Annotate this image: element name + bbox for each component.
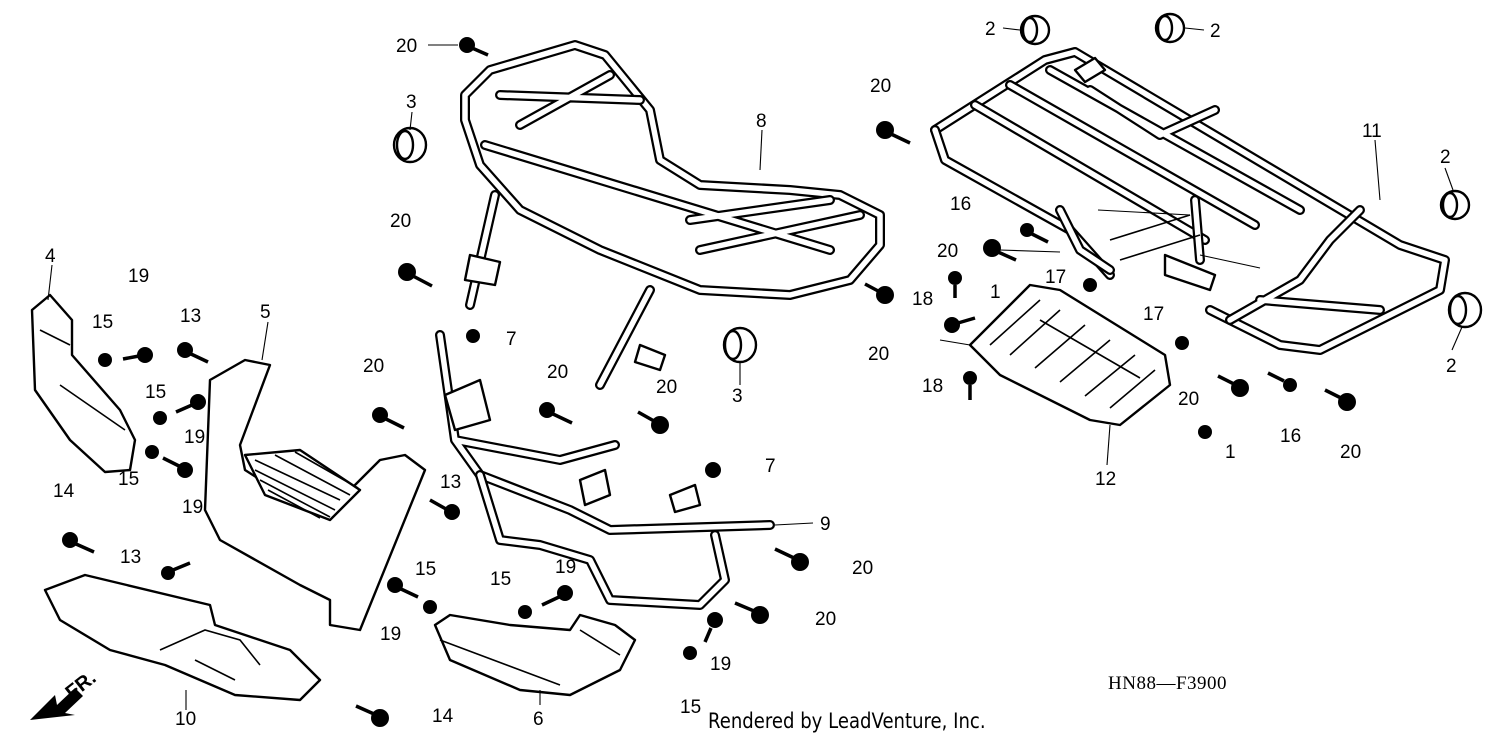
callout-19: 19	[380, 624, 401, 645]
callout-2: 2	[985, 19, 996, 40]
callout-2: 2	[1440, 147, 1451, 168]
callout-20: 20	[815, 609, 836, 630]
callout-17: 17	[1143, 304, 1164, 325]
callout-15: 15	[490, 569, 511, 590]
callout-20: 20	[656, 377, 677, 398]
callout-19: 19	[182, 497, 203, 518]
rubber-mounts	[392, 12, 1483, 364]
callout-20: 20	[547, 362, 568, 383]
callout-4: 4	[45, 246, 56, 267]
callout-15: 15	[680, 697, 701, 718]
callout-9: 9	[820, 514, 831, 535]
callout-5: 5	[260, 302, 271, 323]
rear-carrier	[930, 47, 1450, 355]
callout-13: 13	[440, 472, 461, 493]
callout-13: 13	[180, 306, 201, 327]
fasteners	[62, 37, 1356, 727]
callout-7: 7	[506, 329, 517, 350]
callout-16: 16	[1280, 426, 1301, 447]
figure-code: HN88—F3900	[1108, 673, 1228, 694]
front-skid	[43, 573, 322, 702]
right-side-guard	[433, 613, 637, 697]
callout-13: 13	[120, 547, 141, 568]
callout-20: 20	[937, 241, 958, 262]
callout-19: 19	[128, 266, 149, 287]
callout-14: 14	[432, 706, 454, 727]
render-credit: Rendered by LeadVenture, Inc.	[708, 709, 986, 733]
callout-2: 2	[1446, 356, 1457, 377]
front-bracket	[435, 330, 775, 610]
callout-3: 3	[406, 92, 417, 113]
callout-6: 6	[533, 709, 544, 730]
callout-20: 20	[868, 344, 889, 365]
callout-15: 15	[92, 312, 113, 333]
callout-20: 20	[363, 356, 384, 377]
callout-labels: 20 3 8 20 20 4 19 15 13 5 7 20 15 19 15 …	[45, 19, 1457, 730]
callout-20: 20	[852, 558, 873, 579]
callout-20: 20	[390, 211, 411, 232]
callout-7: 7	[765, 456, 776, 477]
callout-15: 15	[415, 559, 436, 580]
callout-10: 10	[175, 709, 196, 730]
rear-skid-plate	[968, 283, 1172, 427]
callout-14: 14	[53, 481, 75, 502]
front-sub-frame	[203, 358, 427, 632]
callout-16: 16	[950, 194, 971, 215]
callout-19: 19	[184, 427, 205, 448]
callout-20: 20	[1178, 389, 1199, 410]
leader-lines	[47, 27, 1463, 710]
callout-15: 15	[145, 382, 166, 403]
callout-1: 1	[1225, 442, 1236, 463]
callout-18: 18	[922, 376, 943, 397]
callout-19: 19	[710, 654, 731, 675]
callout-15: 15	[118, 469, 139, 490]
front-direction-marker: FR.	[30, 667, 100, 720]
callout-3: 3	[732, 386, 743, 407]
callout-2: 2	[1210, 21, 1221, 42]
callout-8: 8	[756, 111, 767, 132]
callout-18: 18	[912, 289, 933, 310]
callout-20: 20	[396, 36, 417, 57]
callout-20: 20	[870, 76, 891, 97]
callout-1: 1	[990, 282, 1001, 303]
callout-11: 11	[1362, 121, 1382, 142]
callout-19: 19	[555, 557, 576, 578]
callout-20: 20	[1340, 442, 1361, 463]
front-carrier	[460, 40, 885, 390]
left-side-guard	[30, 293, 137, 474]
callout-17: 17	[1045, 267, 1066, 288]
callout-12: 12	[1095, 469, 1116, 490]
